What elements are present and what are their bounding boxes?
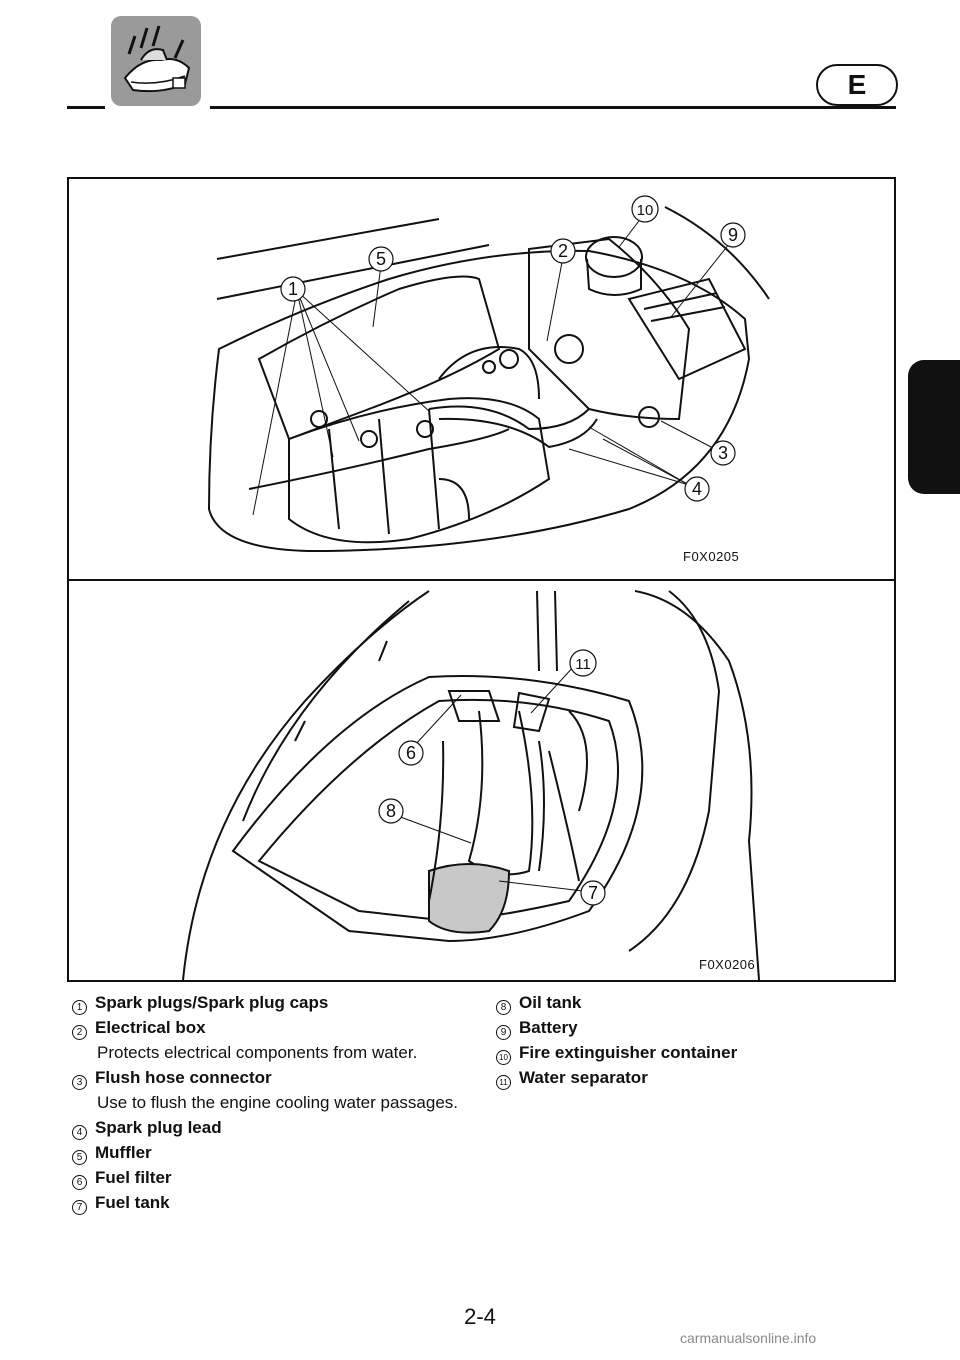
figure-code: F0X0205 — [683, 549, 740, 564]
legend-label: Water separator — [519, 1068, 648, 1087]
legend-label: Flush hose connector — [95, 1068, 272, 1087]
list-item: 8 Oil tank — [496, 990, 896, 1015]
legend-label: Spark plug lead — [95, 1118, 222, 1137]
legend-label: Fuel filter — [95, 1168, 172, 1187]
legend-left-column: 1 Spark plugs/Spark plug caps 2 Electric… — [72, 990, 472, 1215]
svg-text:6: 6 — [406, 743, 416, 763]
legend-label: Electrical box — [95, 1018, 206, 1037]
callout-8: 8 — [378, 798, 404, 824]
list-item: 3 Flush hose connector — [72, 1065, 472, 1090]
legend-label: Fuel tank — [95, 1193, 170, 1212]
engine-compartment-illustration: 1 2 3 4 5 9 10 — [207, 195, 770, 553]
callout-number: 5 — [72, 1150, 87, 1165]
list-item: 1 Spark plugs/Spark plug caps — [72, 990, 472, 1015]
legend-label: Muffler — [95, 1143, 152, 1162]
legend-label: Battery — [519, 1018, 578, 1037]
list-item: 11 Water separator — [496, 1065, 896, 1090]
list-item: 9 Battery — [496, 1015, 896, 1040]
legend-label: Spark plugs/Spark plug caps — [95, 993, 329, 1012]
list-item: 6 Fuel filter — [72, 1165, 472, 1190]
callout-4: 4 — [684, 476, 710, 502]
callout-number: 11 — [496, 1075, 511, 1090]
svg-text:8: 8 — [386, 801, 396, 821]
figure-frame: 1 2 3 4 5 9 10 F0X0205 — [67, 177, 896, 982]
callout-2: 2 — [550, 238, 576, 264]
callout-number: 6 — [72, 1175, 87, 1190]
svg-text:4: 4 — [692, 479, 702, 499]
svg-text:3: 3 — [718, 443, 728, 463]
callout-number: 3 — [72, 1075, 87, 1090]
callout-number: 7 — [72, 1200, 87, 1215]
callout-7: 7 — [580, 880, 606, 906]
list-item: 7 Fuel tank — [72, 1190, 472, 1215]
svg-text:9: 9 — [728, 225, 738, 245]
legend-description: Use to flush the engine cooling water pa… — [97, 1093, 459, 1112]
callout-number: 8 — [496, 1000, 511, 1015]
callout-1: 1 — [280, 276, 306, 302]
list-item: 4 Spark plug lead — [72, 1115, 472, 1140]
header-rule-left — [67, 106, 105, 109]
legend-right-column: 8 Oil tank 9 Battery 10 Fire extinguishe… — [496, 990, 896, 1090]
callout-number: 4 — [72, 1125, 87, 1140]
callout-number: 10 — [496, 1050, 511, 1065]
watermark: carmanualsonline.info — [680, 1330, 817, 1346]
callout-10: 10 — [631, 195, 659, 223]
svg-text:10: 10 — [637, 202, 654, 219]
callout-number: 2 — [72, 1025, 87, 1040]
fuel-compartment-illustration: 6 7 8 11 — [182, 590, 760, 980]
figure-code: F0X0206 — [699, 957, 756, 972]
svg-text:7: 7 — [588, 883, 598, 903]
callout-5: 5 — [368, 246, 394, 272]
list-item: 2 Electrical box — [72, 1015, 472, 1040]
svg-text:2: 2 — [558, 241, 568, 261]
callout-number: 1 — [72, 1000, 87, 1015]
callout-number: 9 — [496, 1025, 511, 1040]
figure-divider — [69, 579, 894, 581]
callout-3: 3 — [710, 440, 736, 466]
legend-label: Oil tank — [519, 993, 582, 1012]
svg-text:5: 5 — [376, 249, 386, 269]
callout-6: 6 — [398, 740, 424, 766]
list-item: 10 Fire extinguisher container — [496, 1040, 896, 1065]
svg-text:1: 1 — [288, 279, 298, 299]
svg-text:11: 11 — [575, 656, 591, 673]
legend-label: Fire extinguisher container — [519, 1043, 738, 1062]
watercraft-icon — [111, 16, 201, 106]
language-badge: E — [816, 64, 898, 106]
section-side-tab — [908, 360, 960, 494]
header-rule-right — [210, 106, 896, 109]
page-number: 2-4 — [464, 1304, 496, 1329]
callout-9: 9 — [720, 222, 746, 248]
list-item: 5 Muffler — [72, 1140, 472, 1165]
callout-11: 11 — [569, 649, 597, 677]
legend-description: Protects electrical components from wate… — [97, 1043, 418, 1062]
